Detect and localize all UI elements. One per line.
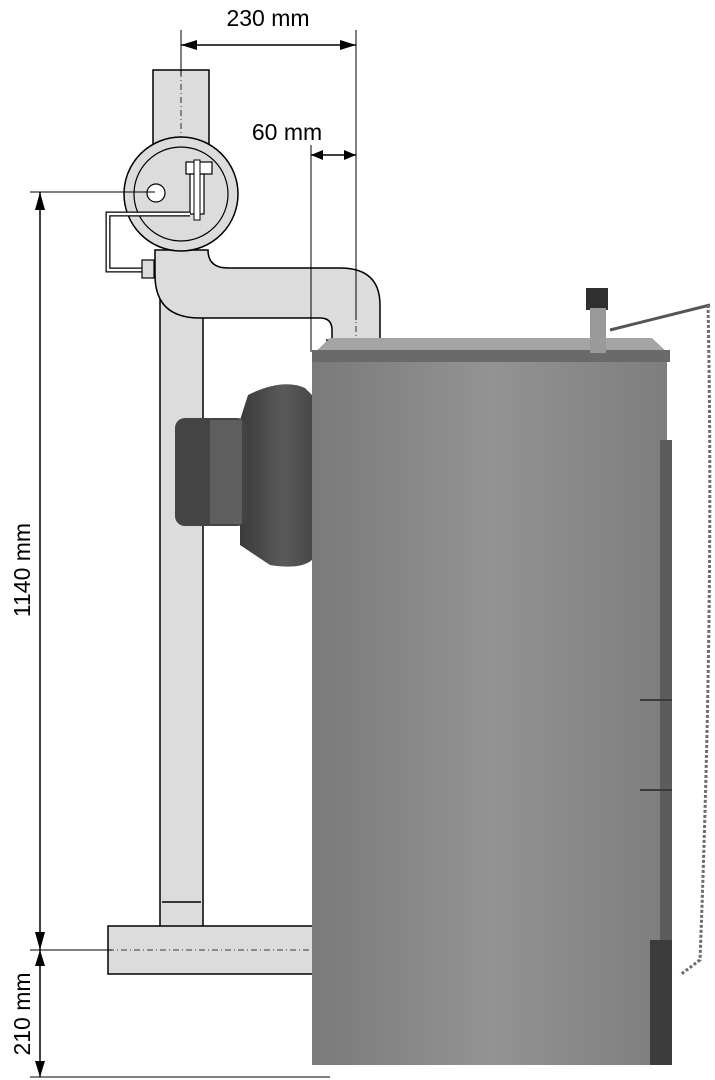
dimension-label-boiler-setback: 60 mm — [252, 119, 322, 145]
dimension-label-base-height: 210 mm — [9, 972, 35, 1055]
burner-icon — [175, 384, 312, 567]
dimension-boiler-setback: 60 mm — [252, 119, 356, 160]
dimension-label-flue-offset: 230 mm — [226, 5, 309, 31]
dimension-base-height: 210 mm — [9, 950, 45, 1077]
valve-icon — [105, 136, 239, 279]
extension-lines — [30, 30, 357, 1078]
base-duct — [107, 925, 324, 975]
dimension-flue-offset: 230 mm — [181, 5, 356, 50]
flue-pipe-icon — [152, 45, 210, 931]
dimension-vertical-height: 1140 mm — [9, 192, 45, 950]
boiler-unit-icon — [312, 288, 712, 1065]
dimension-label-vertical-height: 1140 mm — [9, 523, 35, 617]
